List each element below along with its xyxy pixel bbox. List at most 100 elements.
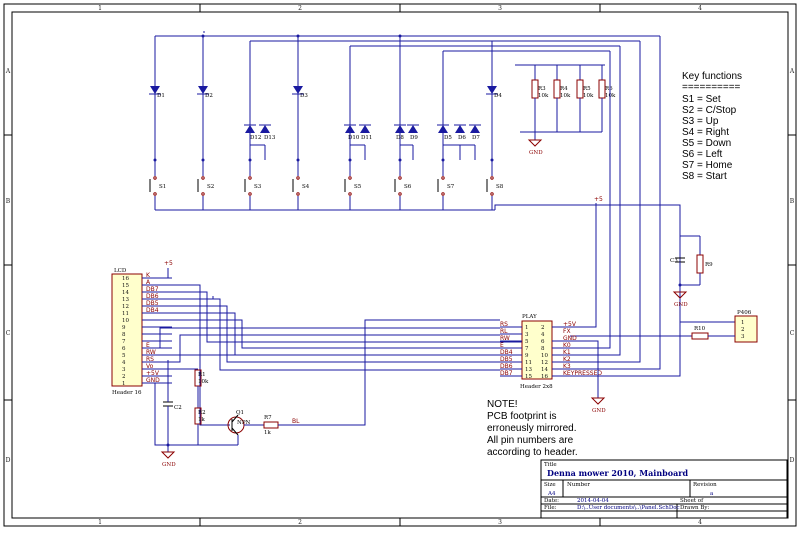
lcd-pin-9: 9	[122, 325, 126, 331]
r2-ref: R2	[198, 410, 206, 416]
diode-d5-label: D5	[444, 135, 452, 141]
size-label: Size	[544, 482, 556, 488]
file-value: D:\..User documents\..\Panel.SchDoc	[577, 505, 680, 511]
title-block: Title Denna mower 2010, Mainboard Size A…	[540, 459, 788, 519]
lcd-net-14: DB7	[146, 286, 159, 293]
play-left-net-13: DB6	[500, 363, 513, 370]
col-label-bottom-1: 1	[98, 519, 102, 526]
p406-section: +5 C3 R9 GND P406 1 2 3 R10	[570, 196, 758, 343]
diode-d13-label: D13	[264, 135, 276, 141]
c3-label: C3	[670, 258, 678, 264]
title-label: Title	[544, 462, 557, 468]
play-left-net-5: RW	[500, 335, 510, 342]
revision-label: Revision	[693, 482, 717, 488]
diode-d7: D7	[469, 124, 481, 141]
play-left-pin-9: 9	[525, 353, 529, 359]
diode-d7-label: D7	[472, 135, 480, 141]
row-label-left-b: B	[6, 198, 11, 205]
lcd-footer: Header 16	[112, 390, 142, 396]
play-right-pin-8: 8	[541, 346, 545, 352]
gnd-label-top: GND	[529, 150, 543, 156]
diode-d1: D1	[149, 86, 165, 99]
diode-d8: D8	[394, 124, 406, 141]
lcd-net-6: E	[146, 342, 150, 349]
col-label-top-3: 3	[498, 5, 502, 12]
lcd-pin-13: 13	[122, 297, 129, 303]
title-text: Denna mower 2010, Mainboard	[547, 468, 688, 478]
lcd-net-13: DB6	[146, 293, 159, 300]
pullup-resistors: R3 10k R4 10k R5 10k R6 10k GND	[515, 64, 616, 156]
note-line-1: NOTE!	[487, 399, 518, 410]
play-right-pin-12: 12	[541, 360, 548, 366]
lcd-net-2: +5V	[146, 370, 160, 377]
r4-ref: R4	[560, 86, 568, 92]
diode-d12: D12	[244, 124, 261, 141]
switch-s5: S5	[344, 160, 362, 210]
diode-d10-label: D10	[348, 135, 360, 141]
lcd-wiring: +5 R1 10k R2 1k C2 GND	[142, 260, 535, 468]
play-left-net-3: RL	[500, 328, 508, 335]
drawn-label: Drawn By:	[680, 505, 709, 511]
sheet-label: Sheet of	[680, 498, 704, 504]
key-function-s2: S2 = C/Stop	[682, 105, 737, 116]
lcd-net-1: GND	[146, 377, 160, 384]
key-function-s8: S8 = Start	[682, 171, 727, 182]
col-label-bottom-4: 4	[698, 519, 702, 526]
play-right-net-6: GND	[563, 335, 577, 342]
file-label: File:	[544, 505, 557, 511]
p406-pin2: 2	[741, 327, 745, 333]
diode-d12-label: D12	[250, 135, 261, 141]
diode-d2: D2	[197, 86, 213, 99]
lcd-title: LCD	[114, 268, 127, 274]
switch-s3: S3	[244, 160, 262, 210]
switch-s3-label: S3	[254, 184, 262, 190]
switch-s1-label: S1	[159, 184, 166, 190]
key-function-s7: S7 = Home	[682, 160, 733, 171]
play-title: PLAY	[522, 314, 537, 320]
play-right-net-2: +5V	[563, 321, 577, 328]
switch-s1: S1	[149, 160, 166, 210]
diode-d6-label: D6	[458, 135, 466, 141]
plus5-label-lcd: +5	[164, 260, 173, 267]
lcd-net-11: DB4	[146, 307, 159, 314]
play-footer: Header 2x8	[520, 384, 553, 390]
play-left-net-9: DB4	[500, 349, 513, 356]
diode-d4-label: D4	[494, 93, 502, 99]
key-function-s5: S5 = Down	[682, 138, 731, 149]
lcd-pin-8: 8	[122, 332, 126, 338]
lcd-net-12: DB5	[146, 300, 159, 307]
p406-pin3: 3	[741, 334, 745, 340]
row-label-left-c: C	[6, 330, 11, 337]
diode-d13: D13	[259, 124, 276, 141]
revision-value: a	[710, 491, 714, 497]
row-label-right-c: C	[790, 330, 795, 337]
switch-s7-label: S7	[447, 184, 455, 190]
switch-s4: S4	[292, 160, 310, 210]
r3-value: 10k	[538, 93, 549, 99]
lcd-net-16: K	[146, 272, 151, 279]
play-left-net-11: DB5	[500, 356, 513, 363]
row-label-right-a: A	[789, 68, 795, 75]
lcd-pin-4: 4	[122, 360, 126, 366]
bl-net-label: BL	[292, 418, 300, 425]
play-left-pin-3: 3	[525, 332, 529, 338]
lcd-pin-3: 3	[122, 367, 126, 373]
col-label-bottom-3: 3	[498, 519, 502, 526]
lcd-pin-15: 15	[122, 283, 129, 289]
size-value: A4	[547, 491, 556, 497]
col-label-bottom-2: 2	[298, 519, 302, 526]
diode-d9: D9	[407, 124, 419, 141]
gnd-label-p406: GND	[674, 302, 688, 308]
play-left-net-1: RS	[500, 321, 508, 328]
play-left-pin-1: 1	[525, 325, 529, 331]
lcd-pin-16: 16	[122, 276, 129, 282]
play-right-pin-4: 4	[541, 332, 545, 338]
diode-d3: D3	[292, 86, 308, 99]
play-wiring: GND	[552, 36, 681, 414]
r9-label: R9	[705, 262, 713, 268]
diode-d2-label: D2	[205, 93, 213, 99]
border-zones: 1 2 3 4 1 2 3 4 A B C D A B C D	[4, 4, 796, 526]
q1-type: NPN	[237, 420, 251, 426]
play-right-net-8: K0	[563, 342, 571, 349]
